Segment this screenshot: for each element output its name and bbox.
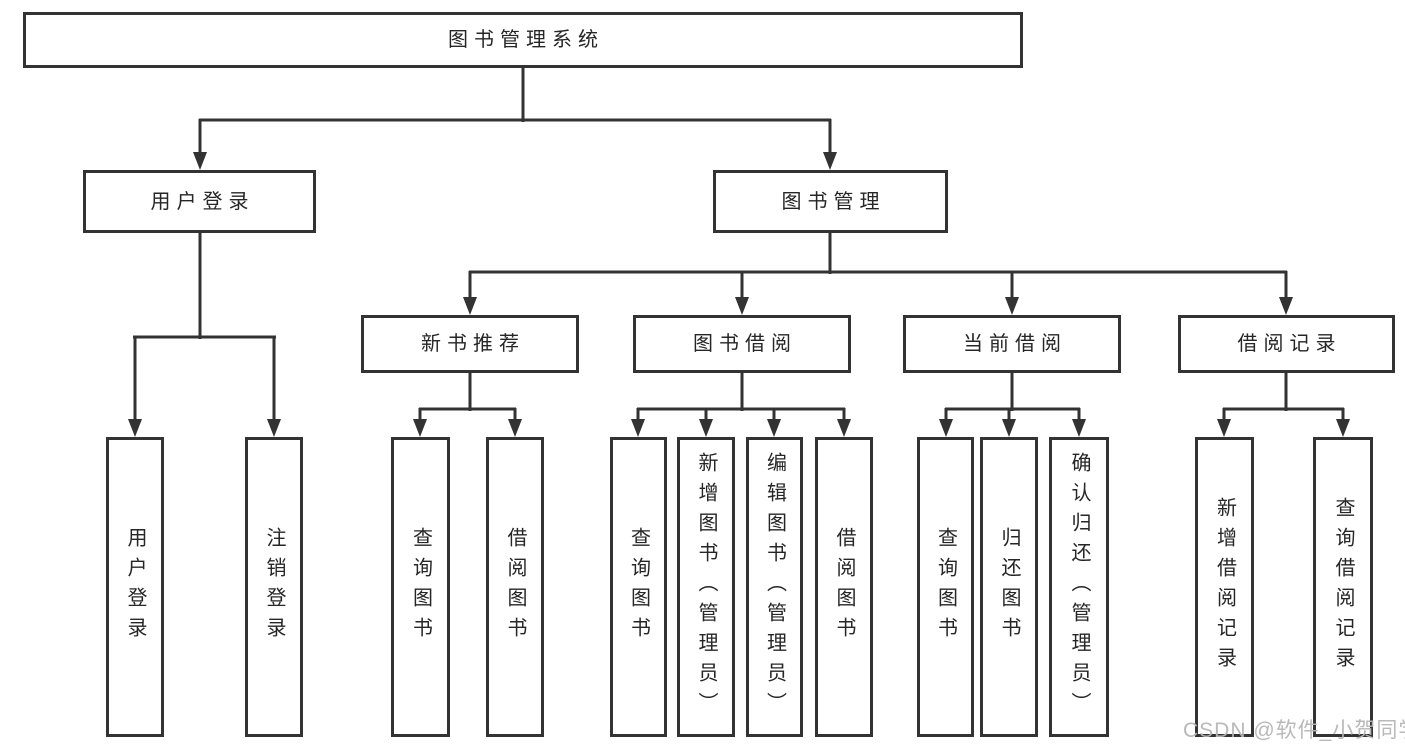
node-label: 新书推荐 bbox=[421, 333, 525, 355]
node-label: 借阅图书 bbox=[833, 527, 855, 647]
node-label: 图书借阅 bbox=[693, 333, 797, 355]
node-label: 查询图书 bbox=[934, 527, 957, 647]
node-label: 图书管理系统 bbox=[448, 29, 604, 51]
node-label: 新增图书（管理员） bbox=[695, 452, 717, 722]
node-current-borrowing: 当前借阅 bbox=[903, 315, 1121, 373]
leaf-edit-book-admin: 编辑图书（管理员） bbox=[746, 437, 803, 737]
leaf-confirm-return-admin: 确认归还（管理员） bbox=[1049, 437, 1109, 737]
leaf-query-books-borrowing: 查询图书 bbox=[610, 437, 667, 737]
leaf-borrow-books-borrowing: 借阅图书 bbox=[815, 437, 873, 737]
node-library-management-system: 图书管理系统 bbox=[23, 12, 1023, 68]
node-label: 查询借阅记录 bbox=[1332, 497, 1354, 677]
node-label: 注销登录 bbox=[263, 527, 285, 647]
leaf-query-books-current: 查询图书 bbox=[917, 437, 974, 737]
node-book-borrowing: 图书借阅 bbox=[633, 315, 851, 373]
node-label: 查询图书 bbox=[627, 527, 650, 647]
node-label: 确认归还（管理员） bbox=[1068, 452, 1090, 722]
watermark: CSDN @软件_小贺同学 bbox=[1183, 719, 1405, 742]
node-label: 用户登录 bbox=[150, 190, 255, 213]
node-label: 查询图书 bbox=[409, 527, 432, 647]
node-borrowing-records: 借阅记录 bbox=[1178, 315, 1395, 373]
node-label: 用户登录 bbox=[124, 527, 146, 647]
node-new-book-recommendation: 新书推荐 bbox=[361, 315, 579, 373]
node-label: 借阅图书 bbox=[504, 527, 526, 647]
leaf-query-books-recommend: 查询图书 bbox=[391, 437, 450, 737]
node-label: 当前借阅 bbox=[963, 333, 1067, 355]
node-label: 归还图书 bbox=[998, 527, 1020, 647]
leaf-user-login: 用户登录 bbox=[106, 437, 164, 737]
leaf-add-borrow-record: 新增借阅记录 bbox=[1195, 437, 1254, 737]
node-label: 图书管理 bbox=[781, 190, 886, 213]
leaf-add-book-admin: 新增图书（管理员） bbox=[677, 437, 735, 737]
leaf-query-borrow-record: 查询借阅记录 bbox=[1313, 437, 1373, 737]
node-label: 编辑图书（管理员） bbox=[763, 452, 786, 722]
leaf-logout: 注销登录 bbox=[245, 437, 303, 737]
node-user-login: 用户登录 bbox=[83, 170, 316, 233]
node-label: 新增借阅记录 bbox=[1213, 497, 1236, 677]
node-label: 借阅记录 bbox=[1237, 333, 1342, 355]
leaf-borrow-books-recommend: 借阅图书 bbox=[486, 437, 544, 737]
leaf-return-book: 归还图书 bbox=[980, 437, 1038, 737]
node-book-management: 图书管理 bbox=[713, 170, 948, 233]
